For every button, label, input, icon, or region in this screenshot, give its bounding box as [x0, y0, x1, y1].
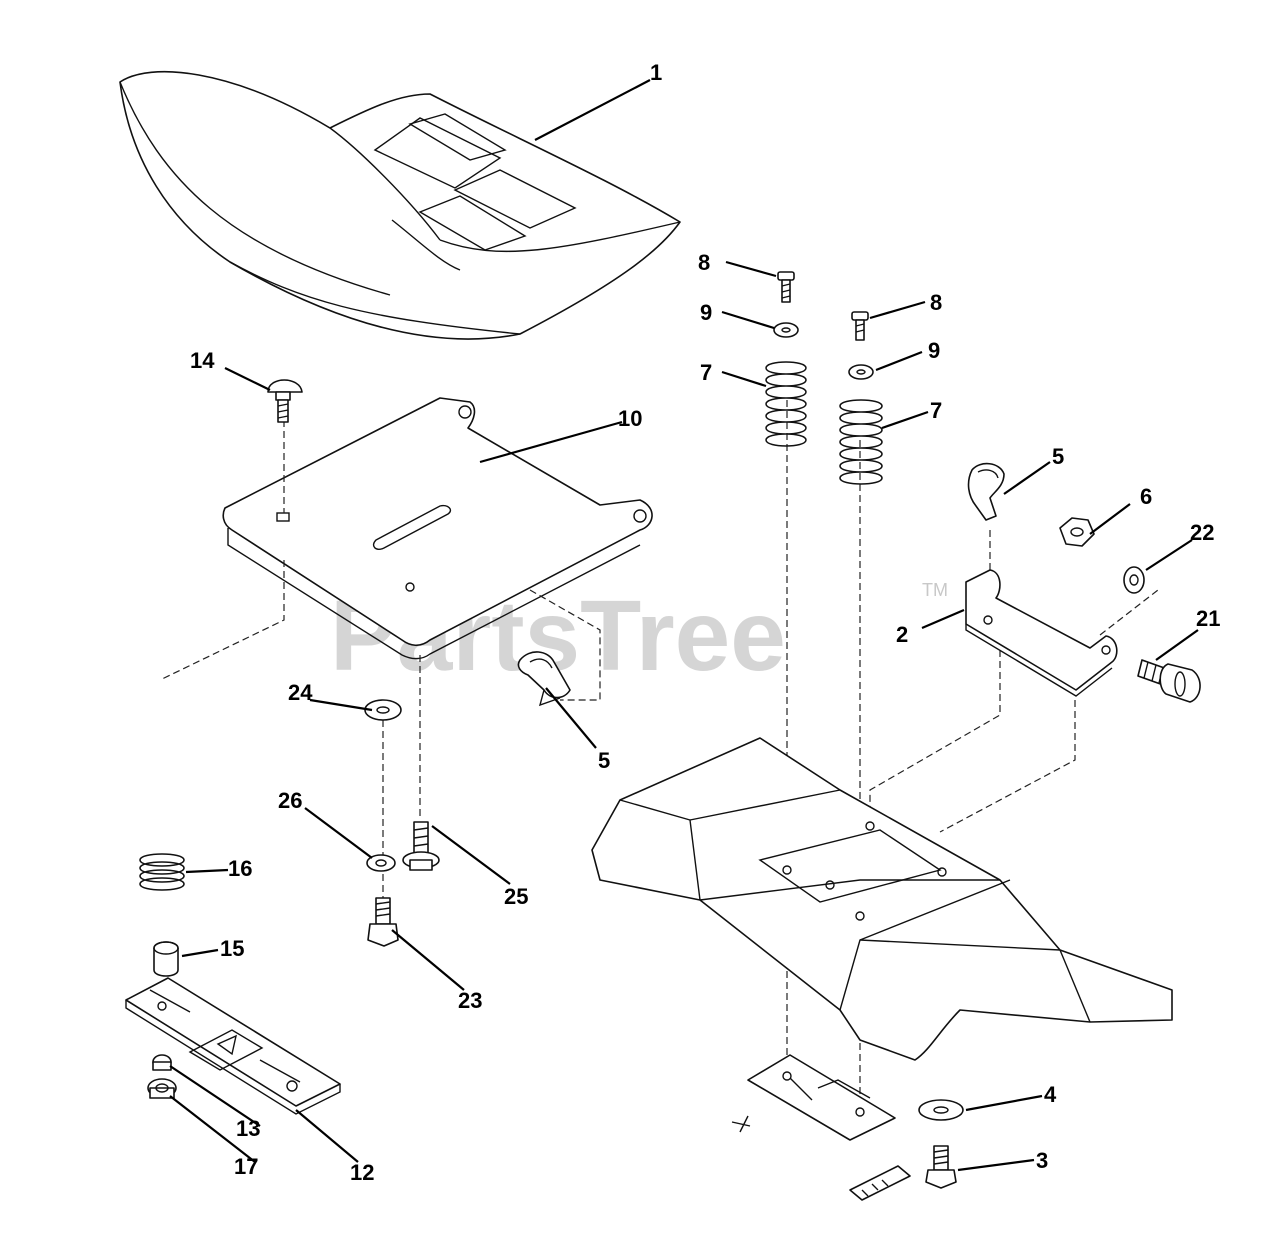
leader-lines: [169, 79, 1199, 1172]
frame-part[interactable]: [591, 737, 1173, 1061]
washer-part-9-left[interactable]: [773, 322, 799, 338]
watermark-trademark: TM: [922, 580, 948, 600]
shoulder-bolt-part-21[interactable]: [1137, 659, 1201, 703]
callout-21: 21: [1196, 606, 1220, 631]
callout-13: 13: [236, 1116, 260, 1141]
callout-7-right: 7: [930, 398, 942, 423]
washer-part-9-right[interactable]: [848, 364, 874, 380]
shoulder-bolt-part[interactable]: [402, 821, 440, 871]
callout-16: 16: [228, 856, 252, 881]
callout-8-left: 8: [698, 250, 710, 275]
bolt-part-23[interactable]: [367, 897, 399, 947]
lower-mount-plate-part[interactable]: [731, 1054, 896, 1141]
callout-25: 25: [504, 884, 528, 909]
callout-1: 1: [650, 60, 662, 85]
spring-part-7-left[interactable]: [765, 361, 807, 447]
callout-9-left: 9: [700, 300, 712, 325]
clip-part-right[interactable]: [967, 462, 1005, 521]
washer-part-4[interactable]: [918, 1099, 964, 1121]
callout-5-left: 5: [598, 748, 610, 773]
callout-7-left: 7: [700, 360, 712, 385]
spring-part-7-right[interactable]: [839, 399, 883, 485]
nut-part-13[interactable]: [152, 1054, 172, 1071]
bottom-spacer-part[interactable]: [849, 1165, 911, 1201]
callout-12: 12: [350, 1160, 374, 1185]
lock-washer-part[interactable]: [366, 854, 396, 872]
callout-22: 22: [1190, 520, 1214, 545]
callout-6: 6: [1140, 484, 1152, 509]
seat-pan-part[interactable]: [222, 397, 653, 660]
callout-4: 4: [1044, 1082, 1057, 1107]
callout-5-right: 5: [1052, 444, 1064, 469]
carriage-bolt-part[interactable]: [267, 379, 303, 423]
callout-10: 10: [618, 406, 642, 431]
callout-15: 15: [220, 936, 244, 961]
callout-labels: 1 8 9 7 8 9 7 14 10 5 6 22 21 2 5 24 26 …: [190, 60, 1220, 1185]
callout-26: 26: [278, 788, 302, 813]
screw-part-8-left[interactable]: [777, 271, 795, 303]
callout-2: 2: [896, 622, 908, 647]
clip-part-left[interactable]: [517, 651, 571, 707]
callout-14: 14: [190, 348, 215, 373]
seat-part[interactable]: [119, 70, 681, 340]
callout-17: 17: [234, 1154, 258, 1179]
hex-nut-part-6[interactable]: [1059, 517, 1095, 547]
spring-part-16[interactable]: [139, 853, 185, 891]
callout-9-right: 9: [928, 338, 940, 363]
callout-3: 3: [1036, 1148, 1048, 1173]
callout-8-right: 8: [930, 290, 942, 315]
slide-rail-part[interactable]: [125, 977, 341, 1115]
spacer-part[interactable]: [153, 941, 179, 977]
bolt-part-3[interactable]: [925, 1145, 957, 1189]
seat-bracket-part[interactable]: [965, 569, 1118, 697]
callout-24: 24: [288, 680, 313, 705]
flange-nut-part[interactable]: [147, 1078, 177, 1099]
washer-part-22[interactable]: [1123, 566, 1145, 594]
callout-23: 23: [458, 988, 482, 1013]
washer-part-24[interactable]: [364, 699, 402, 721]
screw-part-8-right[interactable]: [851, 311, 869, 341]
